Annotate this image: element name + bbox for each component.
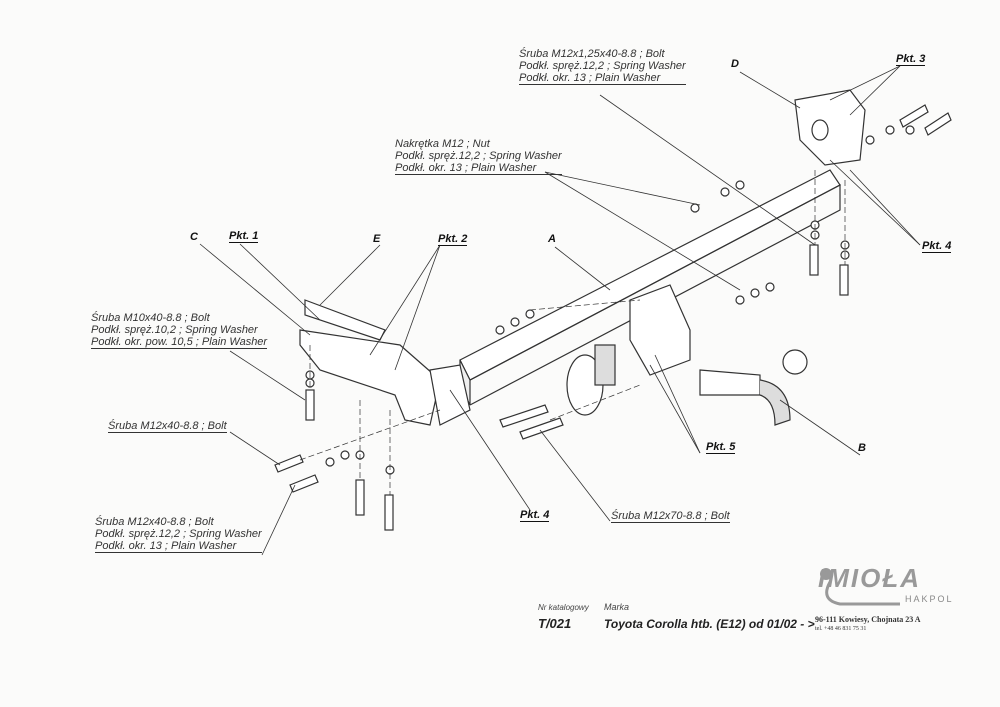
- ball-hitch-b: [699, 349, 808, 426]
- tag-pkt4-right: Pkt. 4: [922, 240, 952, 253]
- center-bracket: [629, 284, 691, 376]
- label-m12x40-set: Śruba M12x40-8.8 ; Bolt Podkł. spręż.12,…: [95, 516, 262, 553]
- label-line: Podkł. spręż.12,2 ; Spring Washer: [519, 60, 686, 72]
- bolts: [274, 104, 952, 531]
- label-line: Śruba M12x40-8.8 ; Bolt: [95, 516, 214, 528]
- label-top-bolt: Śruba M12x1,25x40-8.8 ; Bolt Podkł. sprę…: [519, 48, 686, 85]
- label-line: Podkł. okr. 13 ; Plain Washer: [95, 540, 262, 553]
- tag-e: E: [373, 233, 381, 245]
- tag-d: D: [731, 58, 739, 70]
- catalog-label: Nr katalogowy: [538, 603, 589, 612]
- tag-pkt3: Pkt. 3: [896, 53, 926, 66]
- axis-lines: [299, 170, 846, 495]
- brand-label: Marka: [604, 602, 630, 612]
- catalog-number: T/021: [538, 616, 572, 631]
- tag-pkt2: Pkt. 2: [438, 233, 468, 246]
- leader-lines: [199, 65, 921, 556]
- tag-pkt4-bottom: Pkt. 4: [520, 509, 550, 522]
- vehicle-name: Toyota Corolla htb. (E12) od 01/02 - >: [604, 617, 815, 631]
- warning-label: [594, 344, 616, 386]
- label-m12x70: Śruba M12x70-8.8 ; Bolt: [611, 510, 730, 523]
- address: 96-111 Kowiesy, Chojnata 23 A: [815, 615, 921, 624]
- bracket-d: [794, 89, 866, 166]
- company-logo: IMIOŁA: [818, 563, 921, 593]
- tag-a: A: [548, 233, 556, 245]
- label-line: Podkł. okr. 13 ; Plain Washer: [395, 162, 562, 175]
- label-line: Podkł. okr. pow. 10,5 ; Plain Washer: [91, 336, 268, 349]
- label-line: Śruba M12x1,25x40-8.8 ; Bolt: [519, 48, 665, 60]
- label-m12x40: Śruba M12x40-8.8 ; Bolt: [108, 420, 227, 433]
- label-nut: Nakrętka M12 ; Nut Podkł. spręż.12,2 ; S…: [395, 138, 562, 175]
- label-line: Podkł. okr. 13 ; Plain Washer: [519, 72, 686, 85]
- company-logo-sub: HAKPOL: [905, 594, 954, 604]
- tag-pkt1: Pkt. 1: [229, 230, 259, 243]
- label-line: Podkł. spręż.12,2 ; Spring Washer: [395, 150, 562, 162]
- bracket-c: [299, 329, 441, 426]
- logo-swoosh: [825, 581, 900, 606]
- tag-pkt5: Pkt. 5: [706, 441, 736, 454]
- tag-c: C: [190, 231, 198, 243]
- label-line: Podkł. spręż.12,2 ; Spring Washer: [95, 528, 262, 540]
- tag-b: B: [858, 442, 866, 454]
- label-line: Podkł. spręż.10,2 ; Spring Washer: [91, 324, 258, 336]
- label-line: Nakrętka M12 ; Nut: [395, 138, 490, 150]
- phone: tel. +48 46 831 75 31: [815, 626, 867, 632]
- bracket-hole: [811, 119, 829, 141]
- logo-ball: [820, 568, 832, 580]
- label-line: Śruba M10x40-8.8 ; Bolt: [91, 312, 210, 324]
- label-m10: Śruba M10x40-8.8 ; Bolt Podkł. spręż.10,…: [91, 312, 268, 349]
